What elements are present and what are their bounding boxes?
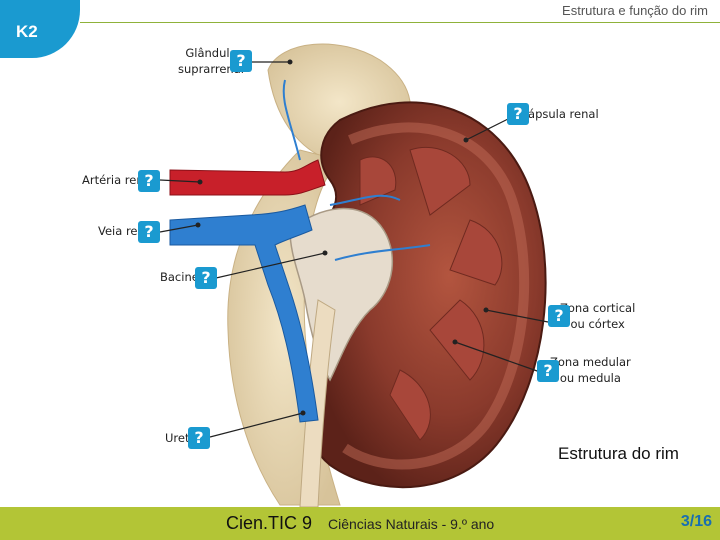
page-title: Estrutura e função do rim (562, 3, 708, 18)
label-capsula-renal: Cápsula renal (520, 107, 599, 121)
renal-vessels (282, 79, 431, 261)
header-rule (80, 22, 720, 23)
footer-bar: Cien.TIC 9 Ciências Naturais - 9.º ano 3… (0, 507, 720, 540)
label-arteria-renal: Artéria renal (82, 173, 154, 187)
ureter-shape (299, 299, 336, 507)
question-button-bacinete[interactable]: ? (195, 267, 217, 289)
question-button-capsula[interactable]: ? (507, 103, 529, 125)
leader-dots (195, 59, 489, 416)
question-button-veia[interactable]: ? (138, 221, 160, 243)
question-button-ureter[interactable]: ? (188, 427, 210, 449)
medullary-pyramids (359, 146, 503, 441)
question-button-cortical[interactable]: ? (548, 305, 570, 327)
label-zona-medular: Zona medular ou medula (550, 355, 631, 385)
footer-title: Cien.TIC 9 (226, 513, 313, 533)
cortex-rim-shape (342, 122, 530, 470)
label-zona-cortical: Zona cortical ou córtex (560, 301, 636, 331)
label-glandula-suprarrenal: Glândula suprarrenal (178, 46, 244, 76)
renal-artery-shape (169, 159, 326, 196)
page-number: 3/16 (680, 513, 712, 530)
question-button-arteria[interactable]: ? (138, 170, 160, 192)
footer-subtitle: Ciências Naturais - 9.º ano (328, 516, 495, 532)
question-button-glandula[interactable]: ? (230, 50, 252, 72)
renal-vein-shape (169, 204, 319, 423)
question-button-medular[interactable]: ? (537, 360, 559, 382)
kidney-illustration (159, 43, 549, 507)
figure-caption: Estrutura do rim (558, 444, 679, 463)
